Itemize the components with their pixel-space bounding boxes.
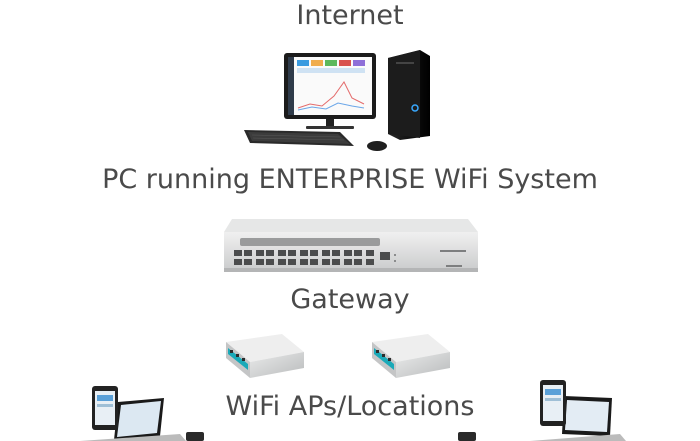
client-devices-icon <box>80 386 204 441</box>
internet-label: Internet <box>296 0 404 31</box>
access-point-icon <box>226 334 304 378</box>
mouse-icon <box>367 141 387 151</box>
aps-label: WiFi APs/Locations <box>225 391 475 422</box>
pc-label: PC running ENTERPRISE WiFi System <box>102 164 598 195</box>
gateway-label: Gateway <box>290 284 410 315</box>
rack-router-icon <box>224 219 478 272</box>
keyboard-icon <box>244 130 354 146</box>
desktop-monitor-icon <box>284 53 376 129</box>
pc-tower-icon <box>388 50 430 140</box>
access-point-icon <box>372 334 450 378</box>
client-devices-icon <box>458 380 626 441</box>
